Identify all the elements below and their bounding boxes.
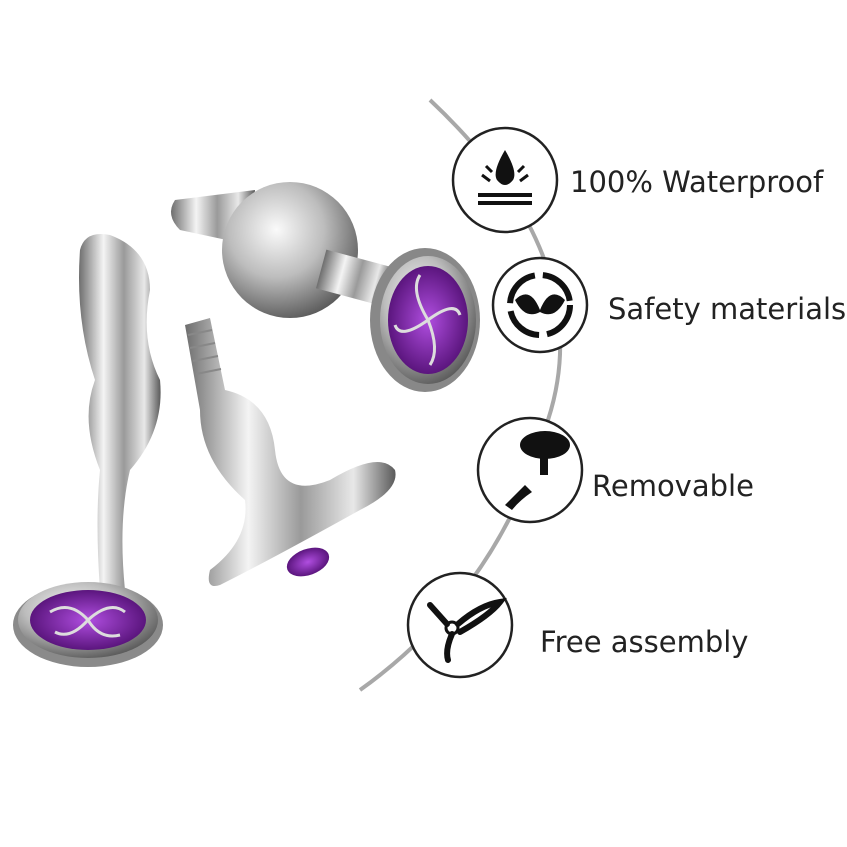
water-drop-icon [451, 126, 559, 234]
product-spiral-plug [185, 318, 396, 586]
assembly-parts-icon [406, 571, 514, 679]
product-wavy-plug [13, 234, 163, 667]
feature-free-assembly: Free assembly [540, 625, 749, 659]
feature-waterproof: 100% Waterproof [570, 165, 824, 199]
feature-safety-materials: Safety materials [608, 292, 847, 326]
product-ball-plug [171, 182, 480, 392]
removable-parts-icon [476, 416, 584, 524]
feature-removable: Removable [592, 469, 754, 503]
eco-leaf-icon [491, 256, 589, 354]
